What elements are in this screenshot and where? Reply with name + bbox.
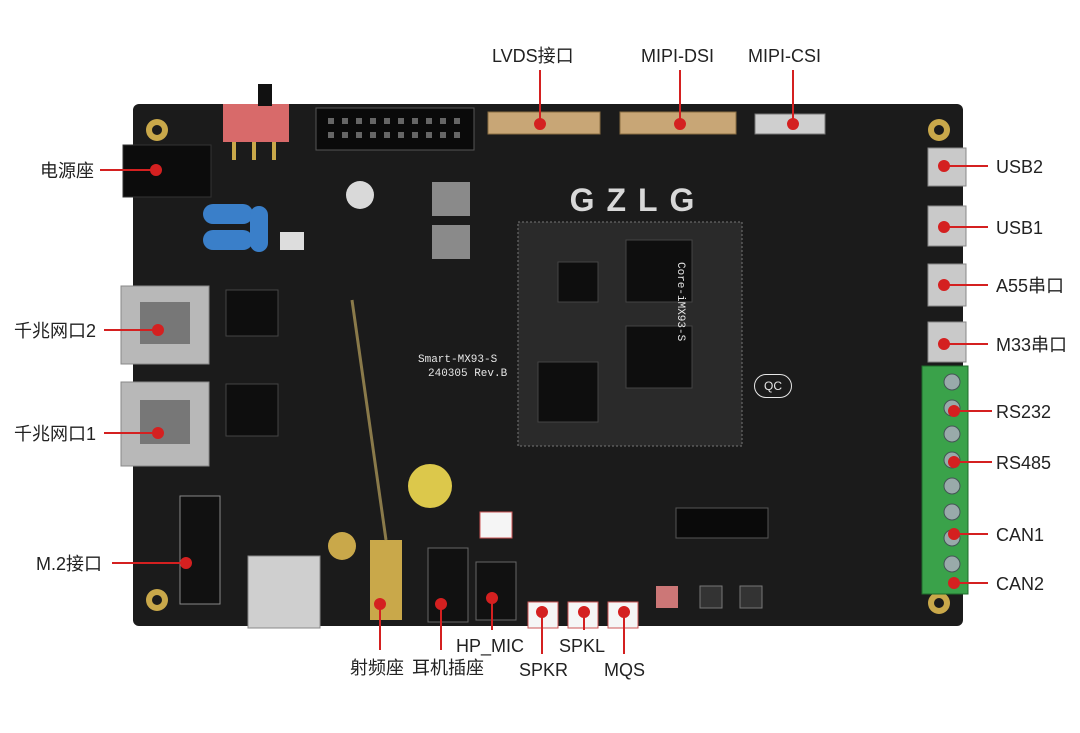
label-hp-mic: HP_MIC — [456, 636, 525, 656]
label-m2: M.2接口 — [36, 554, 103, 574]
label-usb1: USB1 — [996, 218, 1044, 238]
label-spkl: SPKL — [559, 636, 606, 656]
qc-mark: QC — [754, 374, 792, 398]
silkscreen-model: Smart-MX93-S — [418, 354, 498, 366]
label-rs232: RS232 — [996, 402, 1052, 422]
power-switch — [223, 104, 289, 142]
hp-mic-jack — [475, 561, 517, 621]
headphone-jack — [427, 547, 469, 623]
label-m33-uart: M33串口 — [996, 335, 1068, 355]
label-spkr: SPKR — [519, 660, 569, 680]
silkscreen-rev: 240305 Rev.B — [428, 368, 508, 380]
label-ethernet-1: 千兆网口1 — [14, 424, 97, 444]
m2-slot — [179, 495, 221, 605]
label-can1: CAN1 — [996, 525, 1045, 545]
brand-logo: GZLG — [569, 182, 707, 218]
callout-markers — [100, 70, 992, 654]
label-rs485: RS485 — [996, 453, 1052, 473]
label-a55-uart: A55串口 — [996, 276, 1065, 296]
pin-header — [315, 107, 475, 151]
label-rf-connector: 射频座 — [350, 658, 404, 678]
label-usb2: USB2 — [996, 157, 1044, 177]
label-mipi-csi: MIPI-CSI — [748, 46, 822, 66]
sd-slot — [247, 555, 321, 629]
label-headphone-jack: 耳机插座 — [412, 658, 484, 678]
core-module-label: Core-iMX93-S — [674, 262, 686, 342]
label-can2: CAN2 — [996, 574, 1045, 594]
label-power-jack: 电源座 — [40, 161, 94, 181]
label-mipi-dsi: MIPI-DSI — [641, 46, 715, 66]
label-lvds: LVDS接口 — [492, 46, 574, 66]
label-ethernet-2: 千兆网口2 — [14, 321, 97, 341]
rf-connector — [370, 540, 402, 620]
label-mqs: MQS — [604, 660, 646, 680]
